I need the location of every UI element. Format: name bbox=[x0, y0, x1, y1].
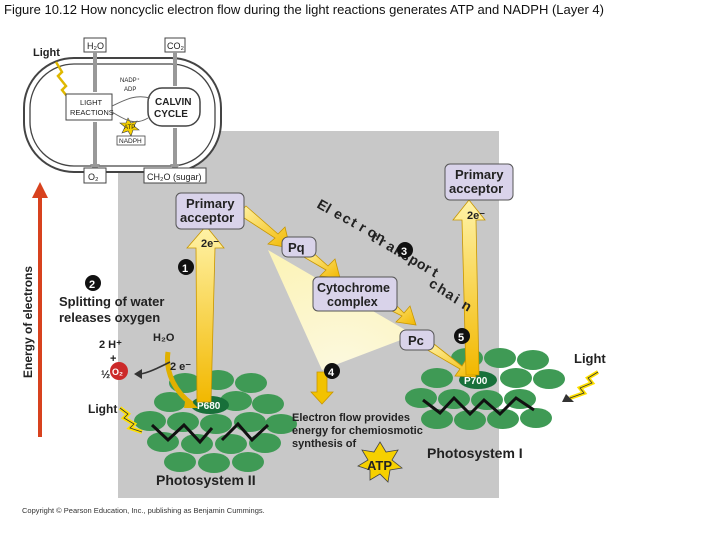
ps1-primary-acceptor-box bbox=[444, 163, 514, 201]
pc-label: Pc bbox=[408, 333, 424, 348]
inset-light-reactions-box bbox=[65, 93, 113, 121]
cytochrome-complex-box bbox=[312, 276, 398, 312]
chloroplast-outline bbox=[23, 57, 222, 173]
cytochrome-label-1: Cytochrome bbox=[317, 281, 390, 295]
energy-axis-label: Energy of electrons bbox=[21, 266, 35, 378]
inset-atp-label: ATP bbox=[124, 125, 135, 131]
chloroplast-inset: Light H₂O CO₂ LIGHT REACTIONS CALVIN CYC… bbox=[23, 37, 222, 184]
atp-label: ATP bbox=[367, 458, 392, 473]
ps1-excitation-arrow bbox=[452, 199, 486, 376]
photosystem-i-membrane bbox=[405, 348, 565, 430]
ps2-electrons-label: 2e⁻ bbox=[201, 238, 219, 250]
step-2-label: 2 bbox=[89, 279, 95, 291]
ps2-primary-acceptor-label-1: Primary bbox=[186, 196, 235, 211]
pc-box bbox=[399, 329, 435, 351]
figure-caption: Figure 10.12 How noncyclic electron flow… bbox=[4, 2, 604, 17]
inset-light-reactions-label-1: LIGHT bbox=[80, 98, 103, 107]
half-label: ½ bbox=[101, 369, 110, 381]
ps1-light-bolt-outline bbox=[569, 371, 599, 399]
ps1-electrons-label: 2e⁻ bbox=[467, 210, 485, 222]
two-electrons-label: 2 e⁻ bbox=[170, 361, 191, 373]
copyright-notice: Copyright © Pearson Education, Inc., pub… bbox=[22, 506, 265, 515]
step-4-label: 4 bbox=[328, 367, 335, 379]
electron-flow-label-3: synthesis of bbox=[292, 438, 357, 450]
hydrogen-ions-label: 2 H⁺ bbox=[99, 339, 122, 351]
inset-light-label: Light bbox=[33, 47, 60, 59]
oxygen-label: O₂ bbox=[112, 367, 123, 377]
p680-label: P680 bbox=[197, 401, 221, 412]
electron-flow-label-2: energy for chemiosmotic bbox=[292, 425, 423, 437]
p700-label: P700 bbox=[464, 376, 488, 387]
step-2-marker bbox=[85, 275, 101, 291]
oxygen-release-arrow bbox=[139, 361, 171, 375]
step-1-marker bbox=[178, 259, 194, 275]
pq-label: Pq bbox=[288, 240, 305, 255]
atp-star-icon bbox=[357, 441, 403, 483]
step-5-label: 5 bbox=[458, 332, 464, 344]
inset-co2-label: CO₂ bbox=[167, 41, 185, 51]
inset-light-reactions-label-2: REACTIONS bbox=[70, 108, 114, 117]
ps2-energy-transfer-zigzag bbox=[150, 422, 214, 445]
electron-flow-label-1: Electron flow provides bbox=[292, 412, 410, 424]
photosystem-i-title: Photosystem I bbox=[427, 445, 523, 461]
water-label: H₂O bbox=[153, 332, 175, 344]
inset-calvin-label-2: CYCLE bbox=[154, 109, 188, 120]
oxygen-molecule-icon bbox=[110, 362, 128, 380]
inset-sugar-label: CH₂O (sugar) bbox=[147, 172, 202, 182]
inset-light-bolt bbox=[54, 61, 71, 101]
inset-o2-label: O₂ bbox=[88, 172, 99, 182]
chloroplast-inner-outline bbox=[29, 63, 216, 167]
ps1-energy-transfer-zigzag bbox=[422, 395, 535, 417]
water-electron-arrowhead bbox=[184, 396, 198, 408]
inset-calvin-label-1: CALVIN bbox=[155, 97, 191, 108]
plus-label: + bbox=[110, 353, 116, 365]
ps2-energy-transfer-zigzag-2 bbox=[220, 421, 270, 443]
oxygen-release-arrowhead bbox=[134, 369, 142, 379]
ps1-light-bolt-head bbox=[562, 394, 574, 402]
inset-calvin-cycle-box bbox=[147, 87, 201, 127]
pq-box bbox=[281, 236, 317, 258]
inset-h2o-label: H₂O bbox=[87, 41, 104, 51]
step-4-marker bbox=[324, 363, 340, 379]
step-5-marker bbox=[454, 328, 470, 344]
step-3-label: 3 bbox=[401, 246, 407, 258]
ps2-light-label: Light bbox=[88, 402, 117, 416]
inset-nadp-label: NADP⁺ bbox=[120, 77, 140, 84]
step-3-marker bbox=[397, 242, 413, 258]
ps2-primary-acceptor-box bbox=[175, 192, 245, 230]
splitting-water-label-1: Splitting of water bbox=[59, 294, 164, 309]
ps1-light-label: Light bbox=[574, 351, 606, 366]
ps2-light-bolt-outline bbox=[119, 407, 143, 433]
step-1-label: 1 bbox=[182, 263, 188, 275]
ps2-primary-acceptor-label-2: acceptor bbox=[180, 210, 234, 225]
inset-adp-label: ADP bbox=[124, 87, 136, 93]
splitting-water-label-2: releases oxygen bbox=[59, 310, 160, 325]
ps1-primary-acceptor-label-1: Primary bbox=[455, 167, 504, 182]
inset-nadph-label: NADPH bbox=[119, 138, 142, 145]
photosystem-ii-title: Photosystem II bbox=[156, 472, 256, 488]
ps2-excitation-arrow bbox=[186, 225, 225, 403]
ps1-primary-acceptor-label-2: acceptor bbox=[449, 181, 503, 196]
ps1-light-bolt-icon bbox=[569, 370, 600, 400]
energy-axis-arrowhead bbox=[32, 182, 48, 198]
cytochrome-label-2: complex bbox=[327, 295, 378, 309]
